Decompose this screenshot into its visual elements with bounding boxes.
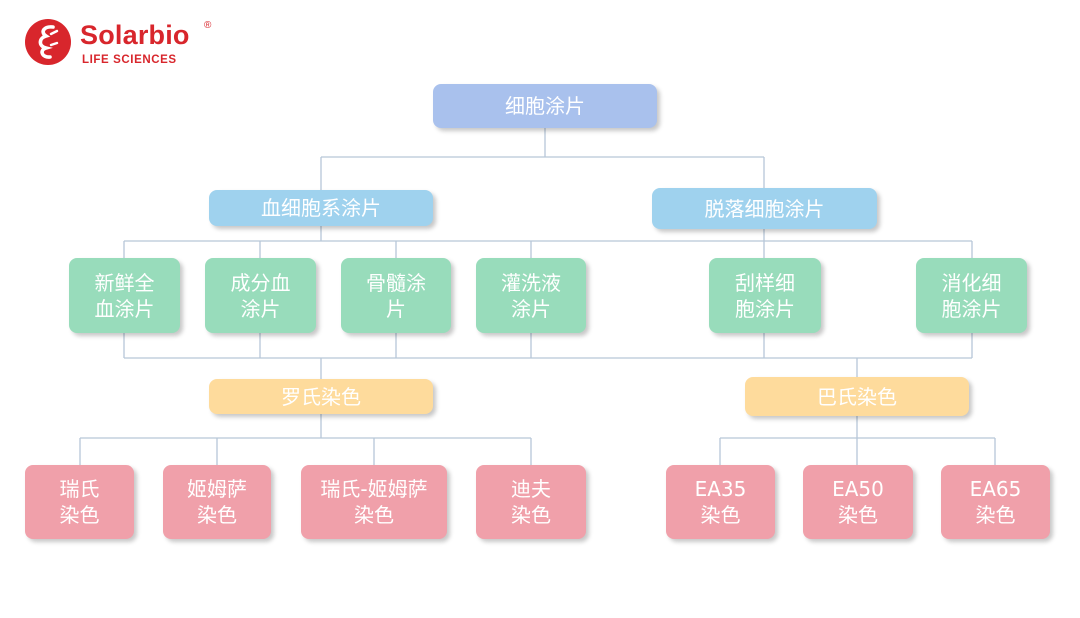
stain-papanicolaou: 巴氏染色 [745,377,969,416]
type-lavage-fluid: 灌洗液 涂片 [476,258,586,333]
category-blood-cell-smear: 血细胞系涂片 [209,190,433,226]
stain-label: 罗氏染色 [281,384,361,409]
stain-label: 巴氏染色 [817,384,897,409]
method-wright: 瑞氏 染色 [25,465,134,539]
method-ea50: EA50 染色 [803,465,913,539]
method-label: 迪夫 染色 [511,477,551,527]
stain-romanowsky: 罗氏染色 [209,379,433,414]
category-label: 脱落细胞涂片 [704,196,825,221]
type-component-blood: 成分血 涂片 [205,258,316,333]
registered-mark: ® [204,20,212,31]
method-ea65: EA65 染色 [941,465,1050,539]
type-label: 新鲜全 血涂片 [94,270,155,321]
solarbio-logo: Solarbio ® LIFE SCIENCES [24,16,224,70]
type-label: 成分血 涂片 [230,270,291,321]
method-label: 瑞氏-姬姆萨 染色 [320,477,428,527]
type-label: 灌洗液 涂片 [501,270,561,321]
method-ea35: EA35 染色 [666,465,775,539]
type-label: 骨髓涂 片 [366,270,426,321]
type-digestion-cell: 消化细 胞涂片 [916,258,1027,333]
method-label: 姬姆萨 染色 [187,477,247,527]
method-label: EA65 染色 [969,477,1022,527]
type-bone-marrow: 骨髓涂 片 [341,258,451,333]
root-node-cell-smear: 细胞涂片 [433,84,657,128]
brand-name: Solarbio [80,20,190,50]
method-giemsa: 姬姆萨 染色 [163,465,271,539]
category-exfoliated-cell-smear: 脱落细胞涂片 [652,188,877,229]
method-wright-giemsa: 瑞氏-姬姆萨 染色 [301,465,447,539]
type-label: 刮样细 胞涂片 [735,270,795,321]
type-label: 消化细 胞涂片 [941,270,1002,321]
type-fresh-whole-blood: 新鲜全 血涂片 [69,258,180,333]
method-diff: 迪夫 染色 [476,465,586,539]
brand-tagline: LIFE SCIENCES [82,54,177,66]
type-scrape-cell: 刮样细 胞涂片 [709,258,821,333]
root-label: 细胞涂片 [505,94,585,118]
solarbio-logo-icon [25,19,71,65]
category-label: 血细胞系涂片 [261,196,381,220]
method-label: EA50 染色 [832,477,884,527]
method-label: 瑞氏 染色 [59,477,100,527]
method-label: EA35 染色 [694,477,747,527]
